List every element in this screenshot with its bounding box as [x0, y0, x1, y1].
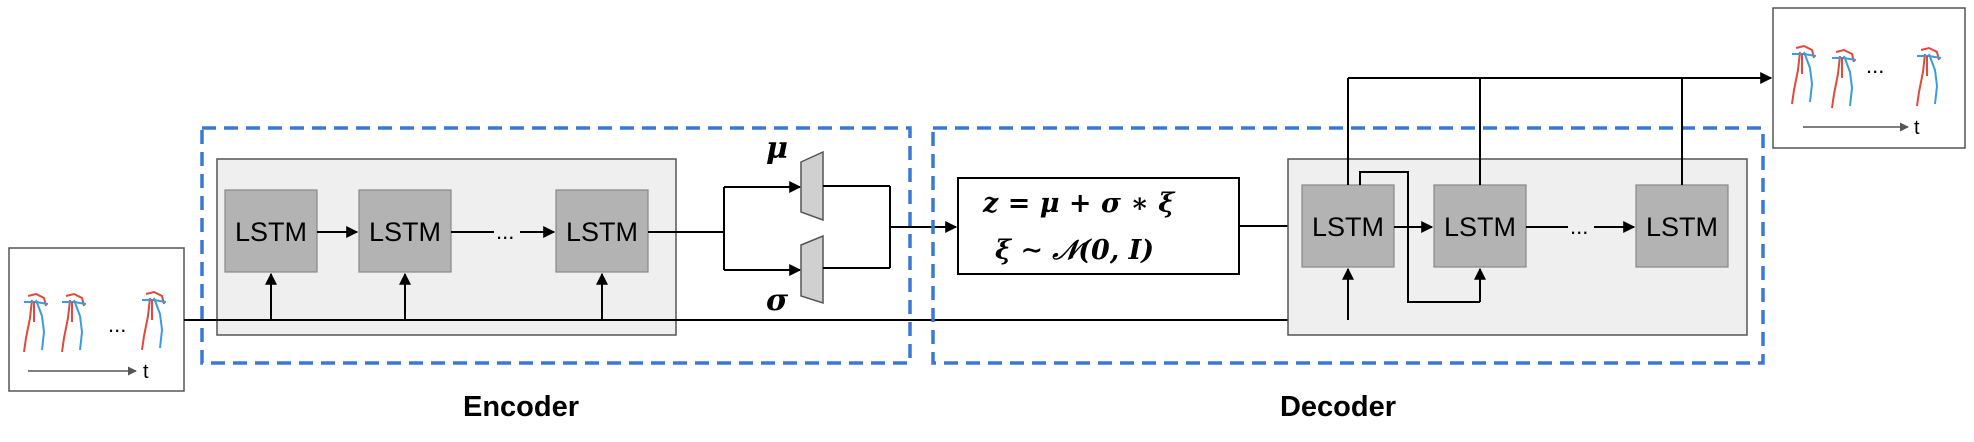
encoder-lstm-cell-2: LSTM	[358, 189, 452, 273]
decoder-lstm-label-1: LSTM	[1312, 212, 1384, 242]
decoder-lstm-cell-1: LSTM	[1301, 184, 1395, 268]
encoder-lstm-label-1: LSTM	[235, 217, 307, 247]
encoder-label: Encoder	[463, 391, 579, 423]
decoder-lstm-label-3: LSTM	[1646, 212, 1718, 242]
decoder-dashed-region	[931, 126, 1765, 365]
input-ellipsis: ...	[108, 312, 126, 337]
decoder-lstm-label-2: LSTM	[1444, 212, 1516, 242]
mu-layer	[800, 150, 824, 222]
output-ellipsis: ...	[1866, 53, 1884, 78]
decoder-lstm-cell-3: LSTM	[1635, 184, 1729, 268]
noise-distribution: ξ ∼ 𝒩(0, I)	[995, 235, 1154, 266]
decoder-ellipsis: ...	[1570, 214, 1588, 239]
feedback-line	[1359, 171, 1480, 303]
mu-symbol: μ	[766, 131, 788, 166]
encoder-lstm-cell-3: LSTM	[555, 189, 649, 273]
sigma-symbol: σ	[766, 283, 789, 318]
sampling-formula-box: z = μ + σ ∗ ξ ξ ∼ 𝒩(0, I)	[957, 177, 1240, 275]
input-sequence-box: ... t	[8, 247, 185, 392]
decoder-lstm-cell-2: LSTM	[1433, 184, 1527, 268]
sigma-layer	[800, 234, 824, 305]
encoder-lstm-cell-1: LSTM	[224, 189, 318, 273]
reparam-equation: z = μ + σ ∗ ξ	[982, 188, 1176, 219]
encoder-lstm-label-2: LSTM	[369, 217, 441, 247]
decoder-label: Decoder	[1280, 391, 1396, 423]
input-time-label: t	[143, 361, 149, 383]
encoder-dashed-region	[200, 126, 912, 365]
encoder-lstm-label-3: LSTM	[566, 217, 638, 247]
output-time-label: t	[1914, 117, 1920, 139]
output-sequence-box: ... t	[1772, 7, 1966, 149]
encoder-ellipsis: ...	[496, 219, 514, 244]
